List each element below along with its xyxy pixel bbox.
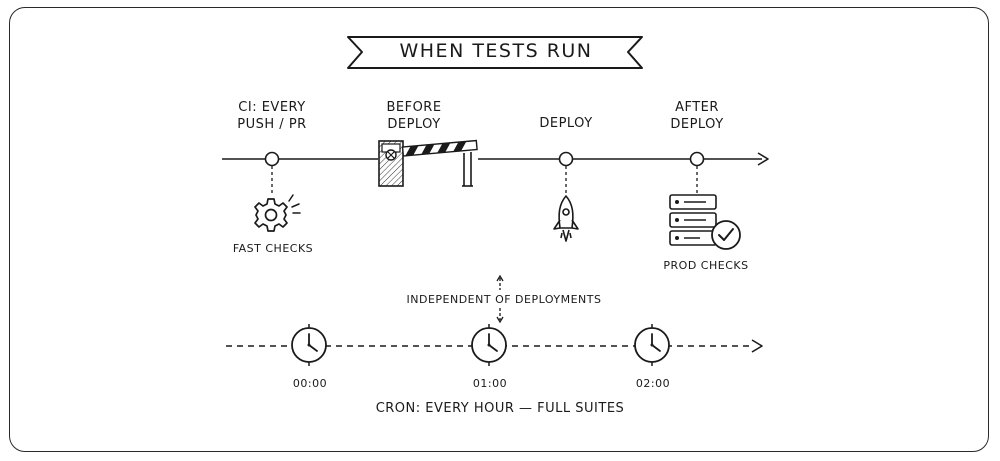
cron-time-label: 01:00: [472, 377, 508, 390]
rocket-icon: [553, 195, 579, 242]
cron-time-label: 00:00: [292, 377, 328, 390]
clock-icon: [291, 323, 327, 367]
page-title: WHEN TESTS RUN: [399, 40, 593, 62]
clock-icon: [471, 323, 507, 367]
stage-connectors: [271, 166, 698, 194]
cron-caption: CRON: EVERY HOUR — FULL SUITES: [375, 401, 625, 416]
stage-caption-after-deploy: PROD CHECKS: [663, 259, 749, 272]
server-check-icon: [669, 194, 741, 250]
deployment-timeline: [222, 152, 769, 166]
clock-icon: [634, 323, 670, 367]
stage-node-after-deploy: [689, 151, 705, 167]
diagram-frame: [9, 7, 989, 452]
cron-note: INDEPENDENT OF DEPLOYMENTS: [406, 293, 602, 306]
independence-arrow: [496, 274, 504, 324]
stage-node-deploy: [558, 151, 574, 167]
cron-time-label: 02:00: [635, 377, 671, 390]
title-banner: [347, 36, 643, 69]
stage-node-ci: [264, 151, 280, 167]
stage-caption-ci: FAST CHECKS: [232, 242, 314, 255]
gear-icon: [254, 194, 301, 232]
stage-label-before-deploy: BEFORE DEPLOY: [386, 100, 442, 132]
stage-label-deploy: DEPLOY: [539, 116, 593, 131]
stage-label-ci: CI: EVERY PUSH / PR: [237, 100, 307, 132]
stage-label-after-deploy: AFTER DEPLOY: [670, 100, 724, 132]
barrier-gate-icon: [378, 139, 478, 187]
